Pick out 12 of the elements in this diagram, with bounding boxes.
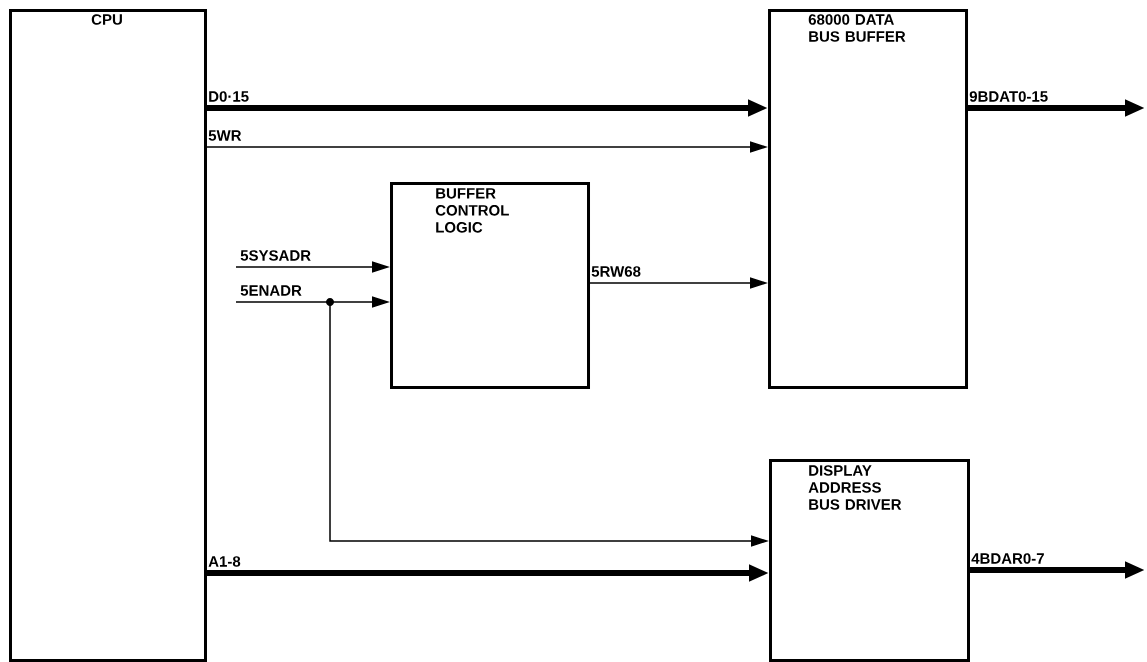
signal-label: A1-8 (208, 556, 241, 567)
signal-label: D0·15 (209, 91, 249, 102)
block-box: BUFFER CONTROL LOGIC (390, 182, 590, 389)
signal-label: 4BDAR0-7 (971, 553, 1044, 564)
signal-label: 5ENADR (240, 285, 302, 296)
signal-label: 5RW68 (591, 266, 641, 277)
block-box: DISPLAY ADDRESS BUS DRIVER (769, 459, 970, 662)
block-box: CPU (9, 9, 207, 662)
signal-label: 5WR (208, 130, 242, 141)
block-box: 68000 DATA BUS BUFFER (768, 9, 968, 389)
signal-label: 5SYSADR (240, 250, 311, 261)
signal-label: 9BDAT0-15 (969, 91, 1048, 102)
